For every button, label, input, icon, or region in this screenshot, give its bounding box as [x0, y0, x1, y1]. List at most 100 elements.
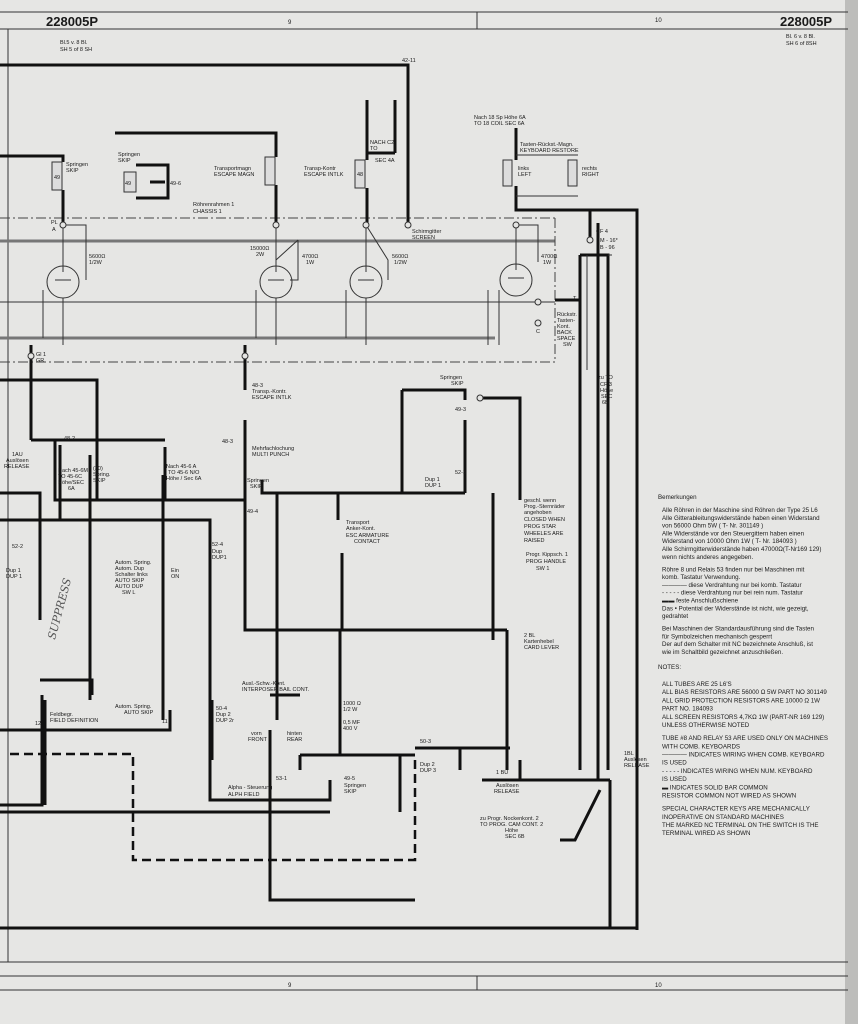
label: 53-1: [276, 776, 287, 782]
label: Alpha - Steuerung: [228, 785, 272, 791]
label: Röhrenrahmen 1: [193, 202, 234, 208]
label: GR: [36, 358, 44, 364]
wire: [0, 63, 410, 225]
label: Gl 1: [36, 352, 46, 358]
label: Ein: [171, 568, 179, 574]
label: C: [536, 329, 540, 335]
footer-column-10: 10: [655, 983, 662, 989]
note-line: PART NO. 184093: [662, 706, 713, 713]
label: 49-4: [247, 509, 258, 515]
label: Ausl.-Schw.-Kont.: [242, 681, 286, 687]
label: Dup: [212, 549, 222, 555]
wire: [136, 163, 170, 200]
label: 1/2W: [394, 260, 408, 266]
label: 1/2 W: [343, 707, 358, 713]
label: 6B: [602, 400, 609, 406]
label: DUP 1: [425, 483, 441, 489]
label: RAISED: [524, 538, 545, 544]
note-line: THE MARKED NC TERMINAL ON THE SWITCH IS …: [662, 822, 819, 829]
column-9: 9: [288, 20, 292, 26]
note-line: wenn nichts anderes angegeben.: [661, 554, 753, 561]
label: PROG STAR: [524, 524, 556, 530]
label: SEC: [601, 394, 612, 400]
label: RIGHT: [582, 172, 600, 178]
component-labels: Springen SKIP 49 Springen SKIP 49 49-6 T…: [4, 115, 650, 840]
label: Autom. Dup: [115, 566, 144, 572]
label: Nach 18 Sp Höhe 6A: [474, 115, 526, 121]
label: AUTO SKIP: [124, 710, 154, 716]
label: 1BL: [624, 751, 634, 757]
label: 2 BL: [524, 633, 535, 639]
label: (30): [93, 466, 103, 472]
label: Springen: [344, 783, 366, 789]
label: RELEASE: [624, 763, 650, 769]
label: 48-2: [64, 436, 75, 442]
note-line: UNLESS OTHERWISE NOTED: [662, 722, 750, 729]
label: rechts: [582, 166, 597, 172]
label: TO: [370, 146, 378, 152]
note-line: komb. Tastatur Verwendung.: [662, 574, 741, 581]
notes-german: Bemerkungen Alle Röhren in der Maschine …: [658, 494, 821, 656]
label: M - 16*: [600, 238, 619, 244]
label: 48-3: [252, 383, 263, 389]
label: 52-2: [12, 544, 23, 550]
label: 12: [35, 721, 41, 727]
label: DUP 3: [420, 768, 436, 774]
label: Springen: [440, 375, 462, 381]
label: Höhe: [600, 388, 613, 394]
wire: [398, 746, 510, 812]
relay-49-coil: [51, 161, 63, 191]
label: 52-3: [455, 470, 466, 476]
wiring: [0, 63, 639, 930]
label: Auslösen: [496, 783, 519, 789]
label: Transportmagn: [214, 166, 251, 172]
label: Dup 2: [420, 762, 435, 768]
label: Tasten-Rückst.-Magn.: [520, 142, 574, 148]
label: geschl. wenn: [524, 498, 556, 504]
keyboard-restore-left-coil: [502, 159, 513, 187]
label: AUTO DUP: [115, 584, 144, 590]
label: SKIP: [344, 789, 357, 795]
label: TO 45-6C: [58, 474, 82, 480]
wire: [482, 760, 612, 928]
note-line: ▬▬ feste Anschlußschiene: [662, 597, 739, 604]
label: Höhe / Sec 6A: [166, 476, 202, 482]
label: Auslösen: [624, 757, 647, 763]
label: links: [518, 166, 529, 172]
label: Springen: [118, 152, 140, 158]
dashed-wiring: [10, 752, 417, 862]
note-line: Der auf dem Schalter mit NC bezeichnete …: [662, 641, 813, 648]
label: 1W: [543, 260, 552, 266]
notes-title: Bemerkungen: [658, 494, 697, 501]
terminals: [27, 221, 594, 402]
label: 6A: [68, 486, 75, 492]
label: FRONT: [248, 737, 268, 743]
label: A: [52, 227, 56, 233]
label: 48-3: [222, 439, 233, 445]
note-line: wie im Schaltbild gezeichnet anzuschließ…: [661, 649, 783, 656]
label: Nach 45-6M: [58, 468, 88, 474]
note-line: gedrahtet: [662, 613, 688, 620]
label: Transp.-Kontr.: [252, 389, 287, 395]
label: 5600Ω: [392, 254, 408, 260]
label: SKIP: [451, 381, 464, 387]
label: Mehrfachlochung: [252, 446, 294, 452]
note-line: - - - - - INDICATES WIRING WHEN NUM. KEY…: [662, 768, 813, 775]
wire: [586, 254, 612, 370]
label: Dup 1: [6, 568, 21, 574]
keyboard-restore-right-coil: [567, 159, 578, 187]
wire: [0, 154, 65, 225]
label: 1W: [306, 260, 315, 266]
label: 49: [54, 175, 60, 181]
label: SKIP: [118, 158, 131, 164]
label: Kont.: [557, 324, 570, 330]
note-line: Alle Widerstände vor den Steuergittern h…: [662, 530, 805, 537]
label: 50-4: [216, 706, 227, 712]
sheet-info-right-en: SH 6 of 8SH: [786, 41, 817, 47]
ref-42-11: 42-11: [402, 58, 416, 64]
note-line: ———— INDICATES WIRING WHEN COMB. KEYBOAR…: [662, 752, 825, 759]
label: Schirmgitter: [412, 229, 442, 235]
label: INTERPOSER BAIL CONT.: [242, 687, 310, 693]
wire: [115, 131, 278, 225]
